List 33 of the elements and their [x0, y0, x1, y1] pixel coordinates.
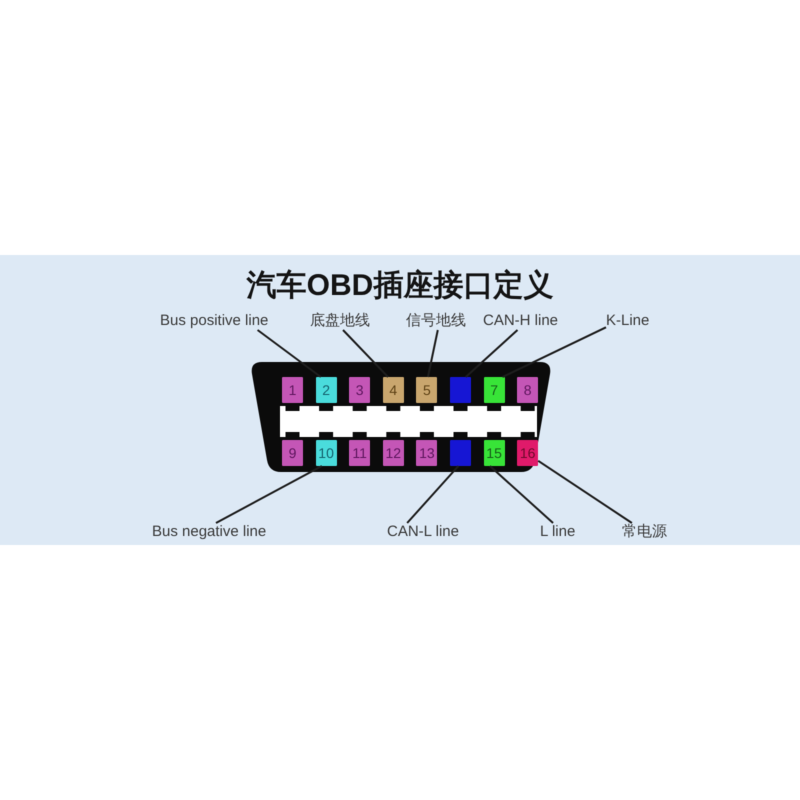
signal-label: CAN-H line [483, 312, 558, 330]
pin-contact: 1 [282, 377, 303, 403]
leader-line [465, 329, 518, 378]
pin-contact: 7 [484, 377, 505, 403]
pin-contact: 8 [517, 377, 538, 403]
pin-contact: 12 [382, 440, 404, 466]
pin-contact: 3 [349, 377, 370, 403]
pin-contact: 15 [484, 440, 505, 466]
signal-label: Bus positive line [160, 312, 268, 330]
pin-contact: 13 [416, 440, 438, 466]
pin-contact: 2 [316, 377, 337, 403]
signal-label: 信号地线 [406, 312, 466, 330]
pin-contact: 16 [517, 440, 538, 466]
pin-contact [450, 440, 471, 466]
leader-line [406, 465, 460, 524]
pin-contact: 4 [382, 377, 404, 403]
pin-contact [450, 377, 471, 403]
signal-label: 常电源 [622, 523, 667, 541]
leader-line [256, 329, 322, 378]
pin-contact: 5 [416, 377, 438, 403]
leader-line [502, 326, 606, 378]
pin-contact: 10 [316, 440, 337, 466]
leader-line [538, 460, 632, 524]
obd-connector-housing [250, 362, 552, 472]
signal-label: L line [540, 523, 576, 541]
leader-line [342, 329, 389, 378]
signal-label: CAN-L line [387, 523, 459, 541]
title: 汽车OBD插座接口定义 [246, 268, 554, 304]
pin-contact: 9 [282, 440, 303, 466]
signal-label: 底盘地线 [310, 312, 370, 330]
pin-contact: 11 [349, 440, 370, 466]
signal-label: K-Line [606, 312, 650, 330]
signal-label: Bus negative line [152, 523, 266, 541]
